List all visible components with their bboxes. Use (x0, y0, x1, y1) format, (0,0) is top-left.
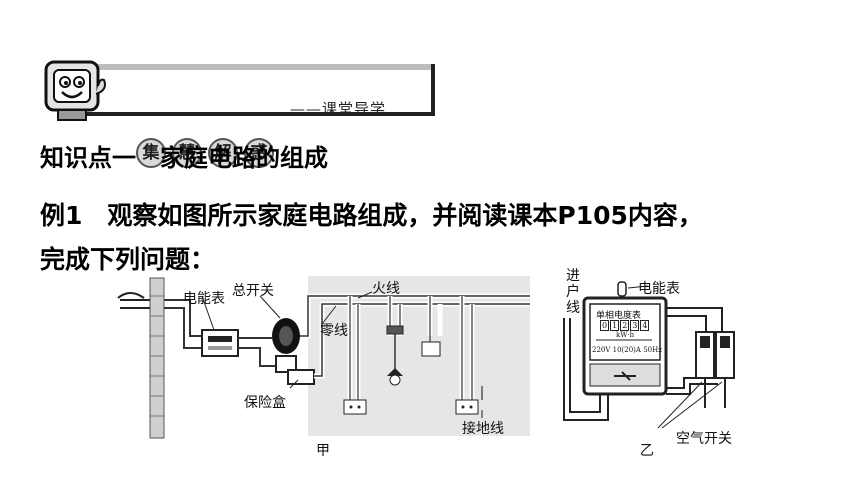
label-fuse-box: 保险盒 (244, 395, 286, 411)
meter-digit: 2 (620, 320, 630, 331)
example-line-2: 完成下列问题： (40, 245, 216, 274)
section-banner: 集 慧 解 惑 (36, 54, 436, 168)
example-line-1: 例1 观察如图所示家庭电路组成，并阅读课本P105内容， (40, 201, 703, 230)
caption-jia: 甲 (316, 443, 330, 459)
label-air-switch: 空气开关 (676, 431, 732, 447)
label-meter-b: 电能表 (638, 281, 680, 297)
label-neutral-wire: 零线 (320, 323, 348, 339)
figure-household-circuit (117, 276, 530, 439)
label-incoming-line: 进户线 (566, 268, 580, 316)
meter-digit: 0 (600, 320, 610, 331)
banner-subtitle: ——课堂导学 (290, 100, 387, 118)
label-ground-wire: 接地线 (462, 421, 504, 437)
label-live-wire: 火线 (372, 281, 400, 297)
banner-char-3: 解 (208, 138, 238, 168)
meter-digit: 4 (640, 320, 650, 331)
figure-meter-switch (563, 281, 735, 429)
banner-char-2: 慧 (172, 138, 202, 168)
meter-digit: 1 (610, 320, 620, 331)
tv-mascot-icon (44, 60, 106, 121)
meter-rating: 220V 10(20)A 50Hz (592, 346, 662, 354)
banner-graphic (76, 64, 435, 116)
meter-face-title: 单相电度表 (596, 311, 642, 321)
label-meter-a: 电能表 (183, 291, 225, 307)
meter-digit: 3 (630, 320, 640, 331)
section-heading: 知识点一 家庭电路的组成 (40, 144, 328, 172)
meter-digits: 0 1 2 3 4 (600, 320, 650, 331)
caption-yi: 乙 (640, 443, 654, 459)
meter-unit: kW·h (616, 331, 635, 339)
banner-char-4: 惑 (244, 138, 274, 168)
banner-char-1: 集 (136, 138, 166, 168)
label-main-switch: 总开关 (232, 283, 274, 299)
